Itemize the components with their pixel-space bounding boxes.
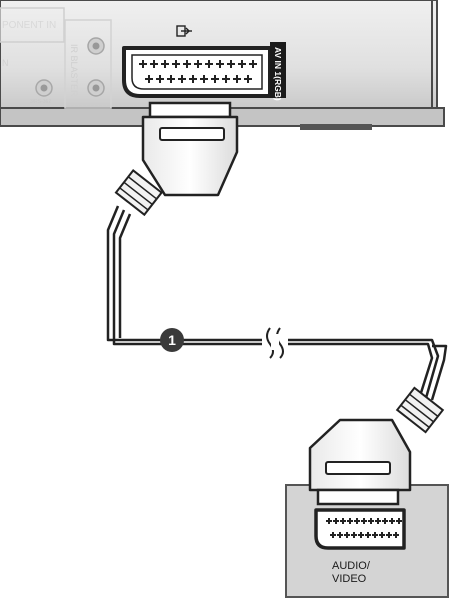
socket-pin	[153, 60, 155, 68]
faded-mark: N	[2, 58, 9, 68]
ir-blaster-frame	[64, 19, 112, 109]
av-in-label: AV IN 1(RGB)	[273, 47, 283, 101]
tv-socket-pins-bottom	[330, 532, 399, 538]
socket-pin	[346, 532, 348, 538]
socket-pins-bottom	[145, 75, 252, 83]
socket-pin	[360, 532, 362, 538]
tv-port-label-line1: AUDIO/	[332, 560, 371, 572]
cable-gap	[271, 334, 279, 350]
upper-plug-slot	[159, 127, 225, 141]
socket-pin	[328, 518, 330, 524]
socket-pin	[208, 60, 210, 68]
socket-pin	[398, 518, 400, 524]
socket-pin	[391, 518, 393, 524]
socket-pin	[225, 75, 227, 83]
scart-input-icon	[176, 25, 192, 37]
socket-pins-top	[139, 60, 257, 68]
socket-pin	[214, 75, 216, 83]
socket-pin	[219, 60, 221, 68]
socket-pin	[377, 518, 379, 524]
socket-pin	[203, 75, 205, 83]
device-rear-panel: PONENT IN N 3/RS-362 IR BLASTER	[0, 0, 445, 130]
socket-pin	[252, 60, 254, 68]
socket-pin	[335, 518, 337, 524]
lower-plug-slot	[325, 461, 391, 475]
device-foot	[300, 124, 372, 130]
socket-pin	[236, 75, 238, 83]
socket-pin	[363, 518, 365, 524]
socket-pin	[332, 532, 334, 538]
lower-scart-plug	[308, 386, 445, 506]
socket-pin	[342, 518, 344, 524]
socket-pin	[148, 75, 150, 83]
socket-pin	[370, 518, 372, 524]
socket-pin	[142, 60, 144, 68]
upper-scart-plug	[114, 101, 239, 217]
rs-port	[35, 79, 53, 97]
scart-cable	[106, 205, 448, 401]
socket-pin	[164, 60, 166, 68]
socket-pin	[197, 60, 199, 68]
tv-port-label-line2: VIDEO	[332, 573, 367, 585]
ir-blaster-label: IR BLASTER	[69, 44, 79, 97]
socket-pin	[381, 532, 383, 538]
upper-plug-tip	[148, 101, 232, 119]
socket-pin	[374, 532, 376, 538]
socket-pin	[159, 75, 161, 83]
component-in-frame	[0, 7, 65, 43]
socket-pin	[175, 60, 177, 68]
socket-pin	[339, 532, 341, 538]
socket-pin	[186, 60, 188, 68]
callout-1: 1	[160, 328, 184, 352]
socket-pin	[384, 518, 386, 524]
tv-scart-socket	[314, 508, 406, 550]
lower-plug-tip	[316, 488, 400, 506]
socket-pin	[181, 75, 183, 83]
ir-blaster-jack-top	[87, 37, 105, 55]
upper-plug-strain-relief	[114, 169, 163, 217]
lower-plug-strain-relief	[395, 386, 445, 434]
tv-socket-pins-top	[326, 518, 402, 524]
socket-pin	[395, 532, 397, 538]
component-in-label: PONENT IN	[2, 20, 56, 31]
socket-pin	[367, 532, 369, 538]
ir-blaster-jack-bottom	[87, 79, 105, 97]
socket-pin	[241, 60, 243, 68]
socket-pin	[230, 60, 232, 68]
socket-pin	[349, 518, 351, 524]
socket-pin	[356, 518, 358, 524]
device-scart-socket	[122, 46, 272, 98]
rs-port-label: 3/RS-362	[30, 99, 51, 105]
socket-pin	[388, 532, 390, 538]
lower-plug-body	[308, 418, 412, 492]
socket-pin	[353, 532, 355, 538]
socket-pin	[170, 75, 172, 83]
socket-pin	[192, 75, 194, 83]
cable-break-mark	[266, 327, 284, 359]
callout-1-number: 1	[168, 332, 176, 348]
av-in-label-plate	[270, 42, 286, 98]
socket-pin	[247, 75, 249, 83]
